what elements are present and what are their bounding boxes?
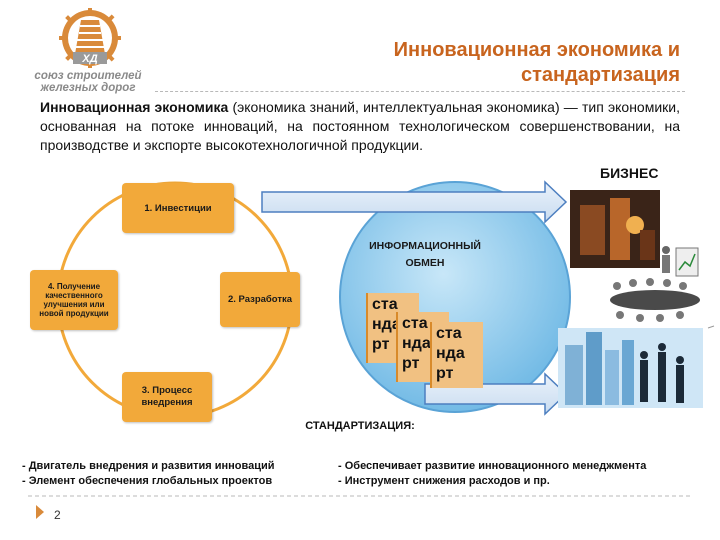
page-number: 2 (54, 508, 61, 522)
definition-paragraph: Инновационная экономика (экономика знани… (40, 98, 680, 155)
std-box1-line3: рт (372, 336, 390, 353)
node3-line2: внедрения (141, 397, 193, 408)
meeting-photo (610, 278, 700, 322)
logo-text-line1: союз строителей (34, 70, 142, 82)
page-bullet-icon (36, 505, 44, 519)
standard-box-3: ста нда рт (430, 322, 483, 388)
info-line2: ОБМЕН (405, 257, 445, 269)
cycle-node-improvement: 4. Получение качественного улучшения или… (30, 270, 118, 330)
std-box1-line2: нда (372, 316, 401, 333)
std-left-item: - Двигатель внедрения и развития инновац… (22, 460, 275, 472)
title-line1: Инновационная экономика и (393, 39, 680, 61)
info-exchange-label: ИНФОРМАЦИОННЫЙ ОБМЕН (350, 238, 500, 272)
logo-text-line2: железных дорог (40, 82, 136, 94)
definition-term: Инновационная экономика (40, 99, 229, 115)
skyline-photo (558, 328, 703, 408)
page-title: Инновационная экономика и стандартизация (260, 38, 680, 88)
std-box1-line1: ста (372, 296, 398, 313)
title-divider (155, 91, 685, 92)
title-line2: стандартизация (520, 64, 680, 86)
node2-label: 2. Разработка (227, 294, 293, 305)
logo-caption: союз строителей железных дорог (28, 70, 148, 94)
logo-emblem-text: ХД (81, 53, 97, 65)
node4-line2: качественного (45, 291, 103, 300)
std-box3-line1: ста (436, 325, 462, 342)
node4-line3: улучшения или (43, 300, 105, 309)
std-box3-line3: рт (436, 365, 454, 382)
std-box3-line2: нда (436, 345, 465, 362)
rail-union-logo-icon: ХД (55, 8, 125, 70)
std-box2-line3: рт (402, 355, 420, 372)
std-right-item: - Обеспечивает развитие инновационного м… (338, 460, 647, 472)
standardization-right-list: - Обеспечивает развитие инновационного м… (338, 459, 708, 489)
std-left-item: - Элемент обеспечения глобальных проекто… (22, 475, 273, 487)
definition-text: (экономика знаний, интеллектуальная экон… (40, 99, 680, 153)
industrial-photo (570, 190, 660, 268)
standardization-left-list: - Двигатель внедрения и развития инновац… (22, 459, 332, 489)
standardization-heading: СТАНДАРТИЗАЦИЯ: (305, 420, 415, 432)
node3-line1: 3. Процесс (141, 385, 193, 396)
business-label: БИЗНЕС (600, 165, 659, 181)
cycle-node-investments: 1. Инвестиции (122, 183, 234, 233)
info-line1: ИНФОРМАЦИОННЫЙ (369, 240, 481, 252)
presentation-photo (662, 246, 699, 277)
std-right-item: - Инструмент снижения расходов и пр. (338, 475, 550, 487)
node1-label: 1. Инвестиции (144, 202, 212, 214)
std-box2-line2: нда (402, 335, 431, 352)
std-box2-line1: ста (402, 315, 428, 332)
node4-line1: 4. Получение (47, 282, 101, 291)
cycle-node-implementation: 3. Процесс внедрения (122, 372, 212, 422)
standard-box-2: ста нда рт (396, 312, 449, 382)
arrow-to-business (261, 180, 568, 224)
node4-line4: новой продукции (39, 309, 109, 318)
cycle-node-development: 2. Разработка (220, 272, 300, 327)
